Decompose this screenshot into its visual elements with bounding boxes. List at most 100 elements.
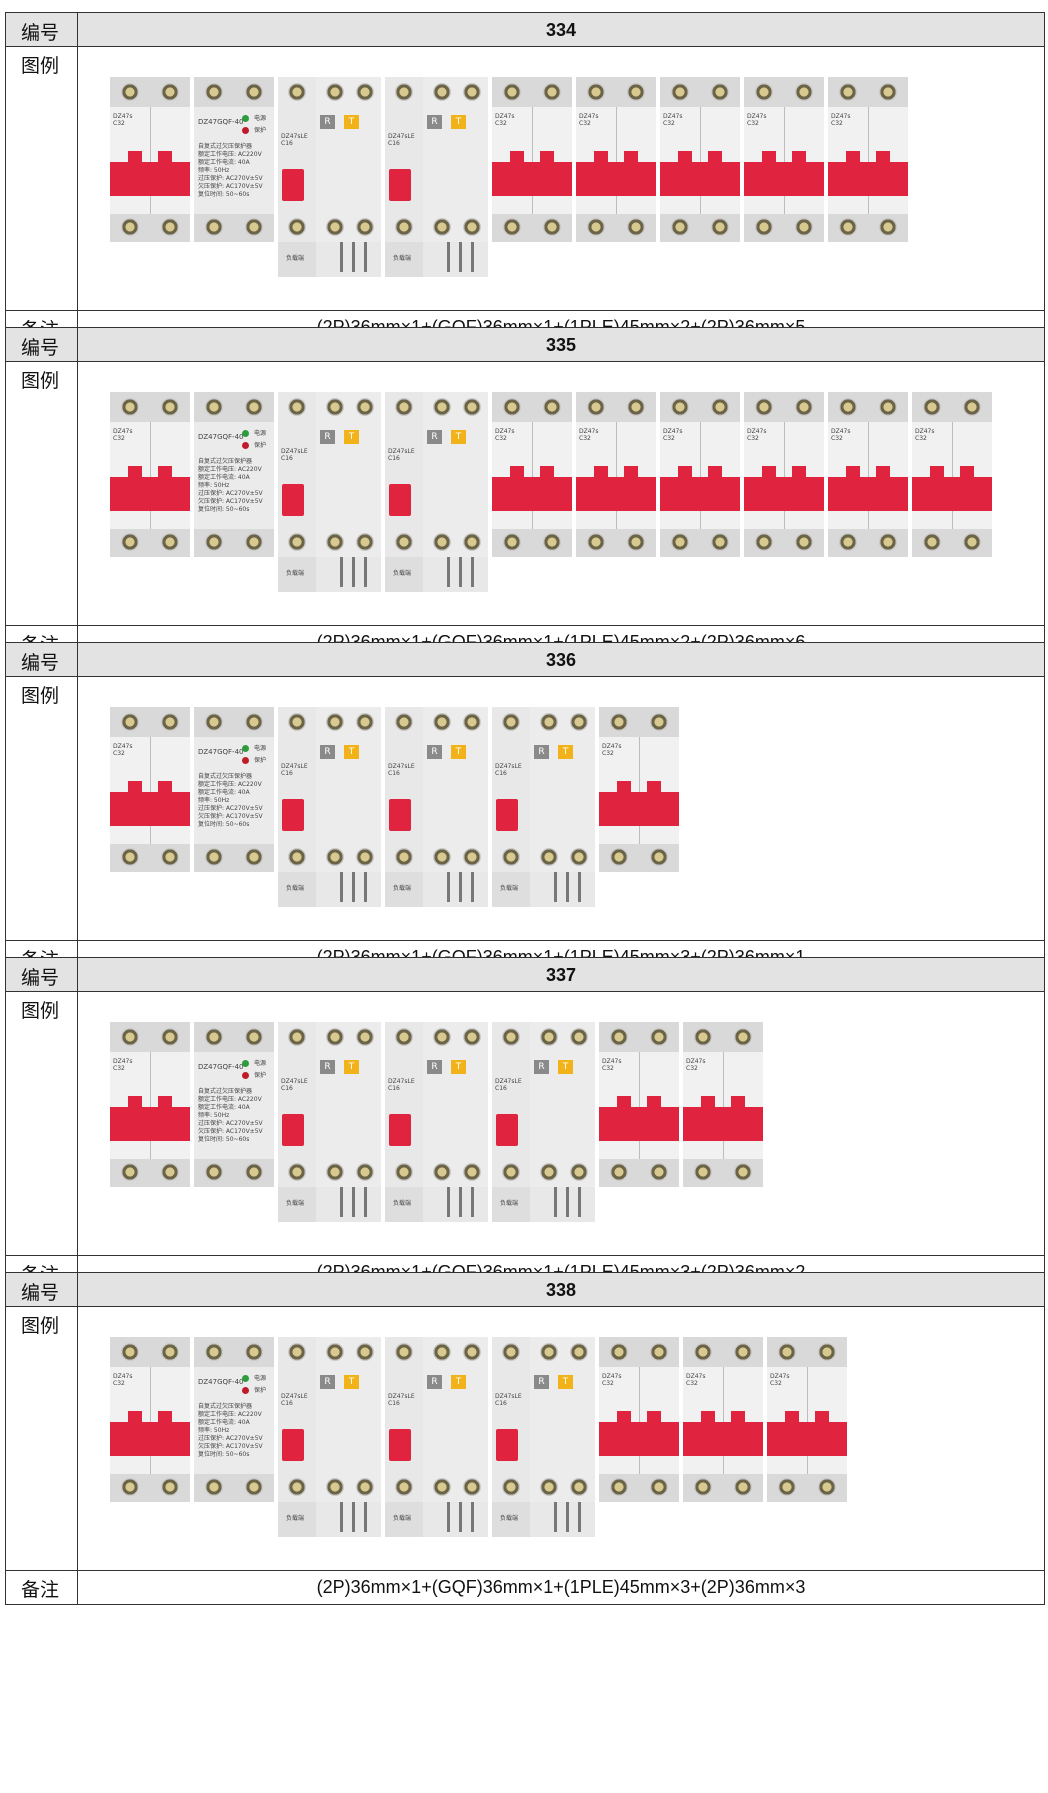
prong-icon xyxy=(459,872,462,902)
test-button[interactable]: T xyxy=(344,115,359,129)
reset-button[interactable]: R xyxy=(427,745,442,759)
handle-red[interactable] xyxy=(110,477,190,511)
screw-icon xyxy=(650,1478,668,1496)
screw-icon xyxy=(121,848,139,866)
screw-icon xyxy=(694,1343,712,1361)
screw-icon xyxy=(433,398,451,416)
test-button[interactable]: T xyxy=(344,1375,359,1389)
test-button[interactable]: T xyxy=(344,745,359,759)
screw-icon xyxy=(839,533,857,551)
handle-red[interactable] xyxy=(599,1107,679,1141)
handle-red[interactable] xyxy=(389,1429,411,1461)
gqf-spec-line: 额定工作电流: 40A xyxy=(198,159,250,166)
ple-tail-label: 负载端 xyxy=(393,1200,412,1207)
ple-model: DZ47sLE xyxy=(281,763,308,770)
reset-button[interactable]: R xyxy=(427,1375,442,1389)
handle-red[interactable] xyxy=(576,162,656,196)
screw-icon xyxy=(540,1343,558,1361)
reset-button[interactable]: R xyxy=(534,1060,549,1074)
test-button[interactable]: T xyxy=(344,1060,359,1074)
screw-icon xyxy=(755,218,773,236)
ple-leakage-unit xyxy=(423,77,488,242)
handle-red[interactable] xyxy=(496,1429,518,1461)
breaker-model: DZ47s xyxy=(831,113,851,120)
test-button[interactable]: T xyxy=(451,430,466,444)
handle-red[interactable] xyxy=(282,1114,304,1146)
test-button[interactable]: T xyxy=(451,115,466,129)
ple-load-terminal xyxy=(385,242,423,277)
handle-red[interactable] xyxy=(282,169,304,201)
reset-button[interactable]: R xyxy=(427,430,442,444)
screw-icon xyxy=(610,848,628,866)
reset-button[interactable]: R xyxy=(320,1060,335,1074)
handle-red[interactable] xyxy=(110,162,190,196)
handle-red[interactable] xyxy=(492,162,572,196)
pole-divider xyxy=(639,1367,640,1474)
screw-icon xyxy=(356,218,374,236)
ple-rating: C16 xyxy=(495,1085,507,1092)
prong-icon xyxy=(340,1187,343,1217)
handle-red[interactable] xyxy=(683,1422,763,1456)
test-button[interactable]: T xyxy=(451,1060,466,1074)
test-button[interactable]: T xyxy=(558,1060,573,1074)
handle-red[interactable] xyxy=(389,799,411,831)
handle-red[interactable] xyxy=(110,1422,190,1456)
handle-red[interactable] xyxy=(496,799,518,831)
test-button[interactable]: T xyxy=(344,430,359,444)
handle-red[interactable] xyxy=(389,169,411,201)
gqf-spec-line: 额定工作电压: AC220V xyxy=(198,1411,262,1418)
handle-red[interactable] xyxy=(282,484,304,516)
prong-icon xyxy=(459,1502,462,1532)
label-number: 编号 xyxy=(6,1273,78,1306)
test-button[interactable]: T xyxy=(558,745,573,759)
reset-button[interactable]: R xyxy=(320,1375,335,1389)
handle-red[interactable] xyxy=(492,477,572,511)
handle-red[interactable] xyxy=(282,1429,304,1461)
handle-red[interactable] xyxy=(828,162,908,196)
reset-button[interactable]: R xyxy=(320,115,335,129)
screw-icon xyxy=(879,83,897,101)
gqf-spec-line: 自复式过欠压保护器 xyxy=(198,1403,253,1410)
prong-icon xyxy=(340,242,343,272)
pole-divider xyxy=(723,1052,724,1159)
reset-button[interactable]: R xyxy=(427,1060,442,1074)
handle-red[interactable] xyxy=(767,1422,847,1456)
screw-icon xyxy=(463,1343,481,1361)
handle-red[interactable] xyxy=(576,477,656,511)
handle-tab xyxy=(815,1411,829,1435)
handle-red[interactable] xyxy=(744,477,824,511)
handle-red[interactable] xyxy=(389,484,411,516)
reset-button[interactable]: R xyxy=(534,745,549,759)
pole-divider xyxy=(784,422,785,529)
handle-red[interactable] xyxy=(110,792,190,826)
test-button[interactable]: T xyxy=(451,1375,466,1389)
prong-icon xyxy=(566,872,569,902)
reset-button[interactable]: R xyxy=(427,115,442,129)
handle-red[interactable] xyxy=(599,792,679,826)
handle-red[interactable] xyxy=(828,477,908,511)
handle-red[interactable] xyxy=(660,162,740,196)
handle-red[interactable] xyxy=(683,1107,763,1141)
reset-button[interactable]: R xyxy=(534,1375,549,1389)
handle-red[interactable] xyxy=(282,799,304,831)
reset-button[interactable]: R xyxy=(320,430,335,444)
screw-icon xyxy=(161,1163,179,1181)
label-number: 编号 xyxy=(6,958,78,991)
handle-red[interactable] xyxy=(496,1114,518,1146)
handle-red[interactable] xyxy=(599,1422,679,1456)
handle-red[interactable] xyxy=(660,477,740,511)
handle-red[interactable] xyxy=(912,477,992,511)
reset-button[interactable]: R xyxy=(320,745,335,759)
handle-red[interactable] xyxy=(110,1107,190,1141)
screw-icon xyxy=(610,1478,628,1496)
test-button[interactable]: T xyxy=(558,1375,573,1389)
screw-icon xyxy=(778,1478,796,1496)
test-button[interactable]: T xyxy=(451,745,466,759)
ple-model: DZ47sLE xyxy=(495,1393,522,1400)
screw-icon xyxy=(245,398,263,416)
handle-red[interactable] xyxy=(389,1114,411,1146)
led-power-label: 电源 xyxy=(254,115,267,122)
handle-red[interactable] xyxy=(744,162,824,196)
ple-rating: C16 xyxy=(281,1400,293,1407)
